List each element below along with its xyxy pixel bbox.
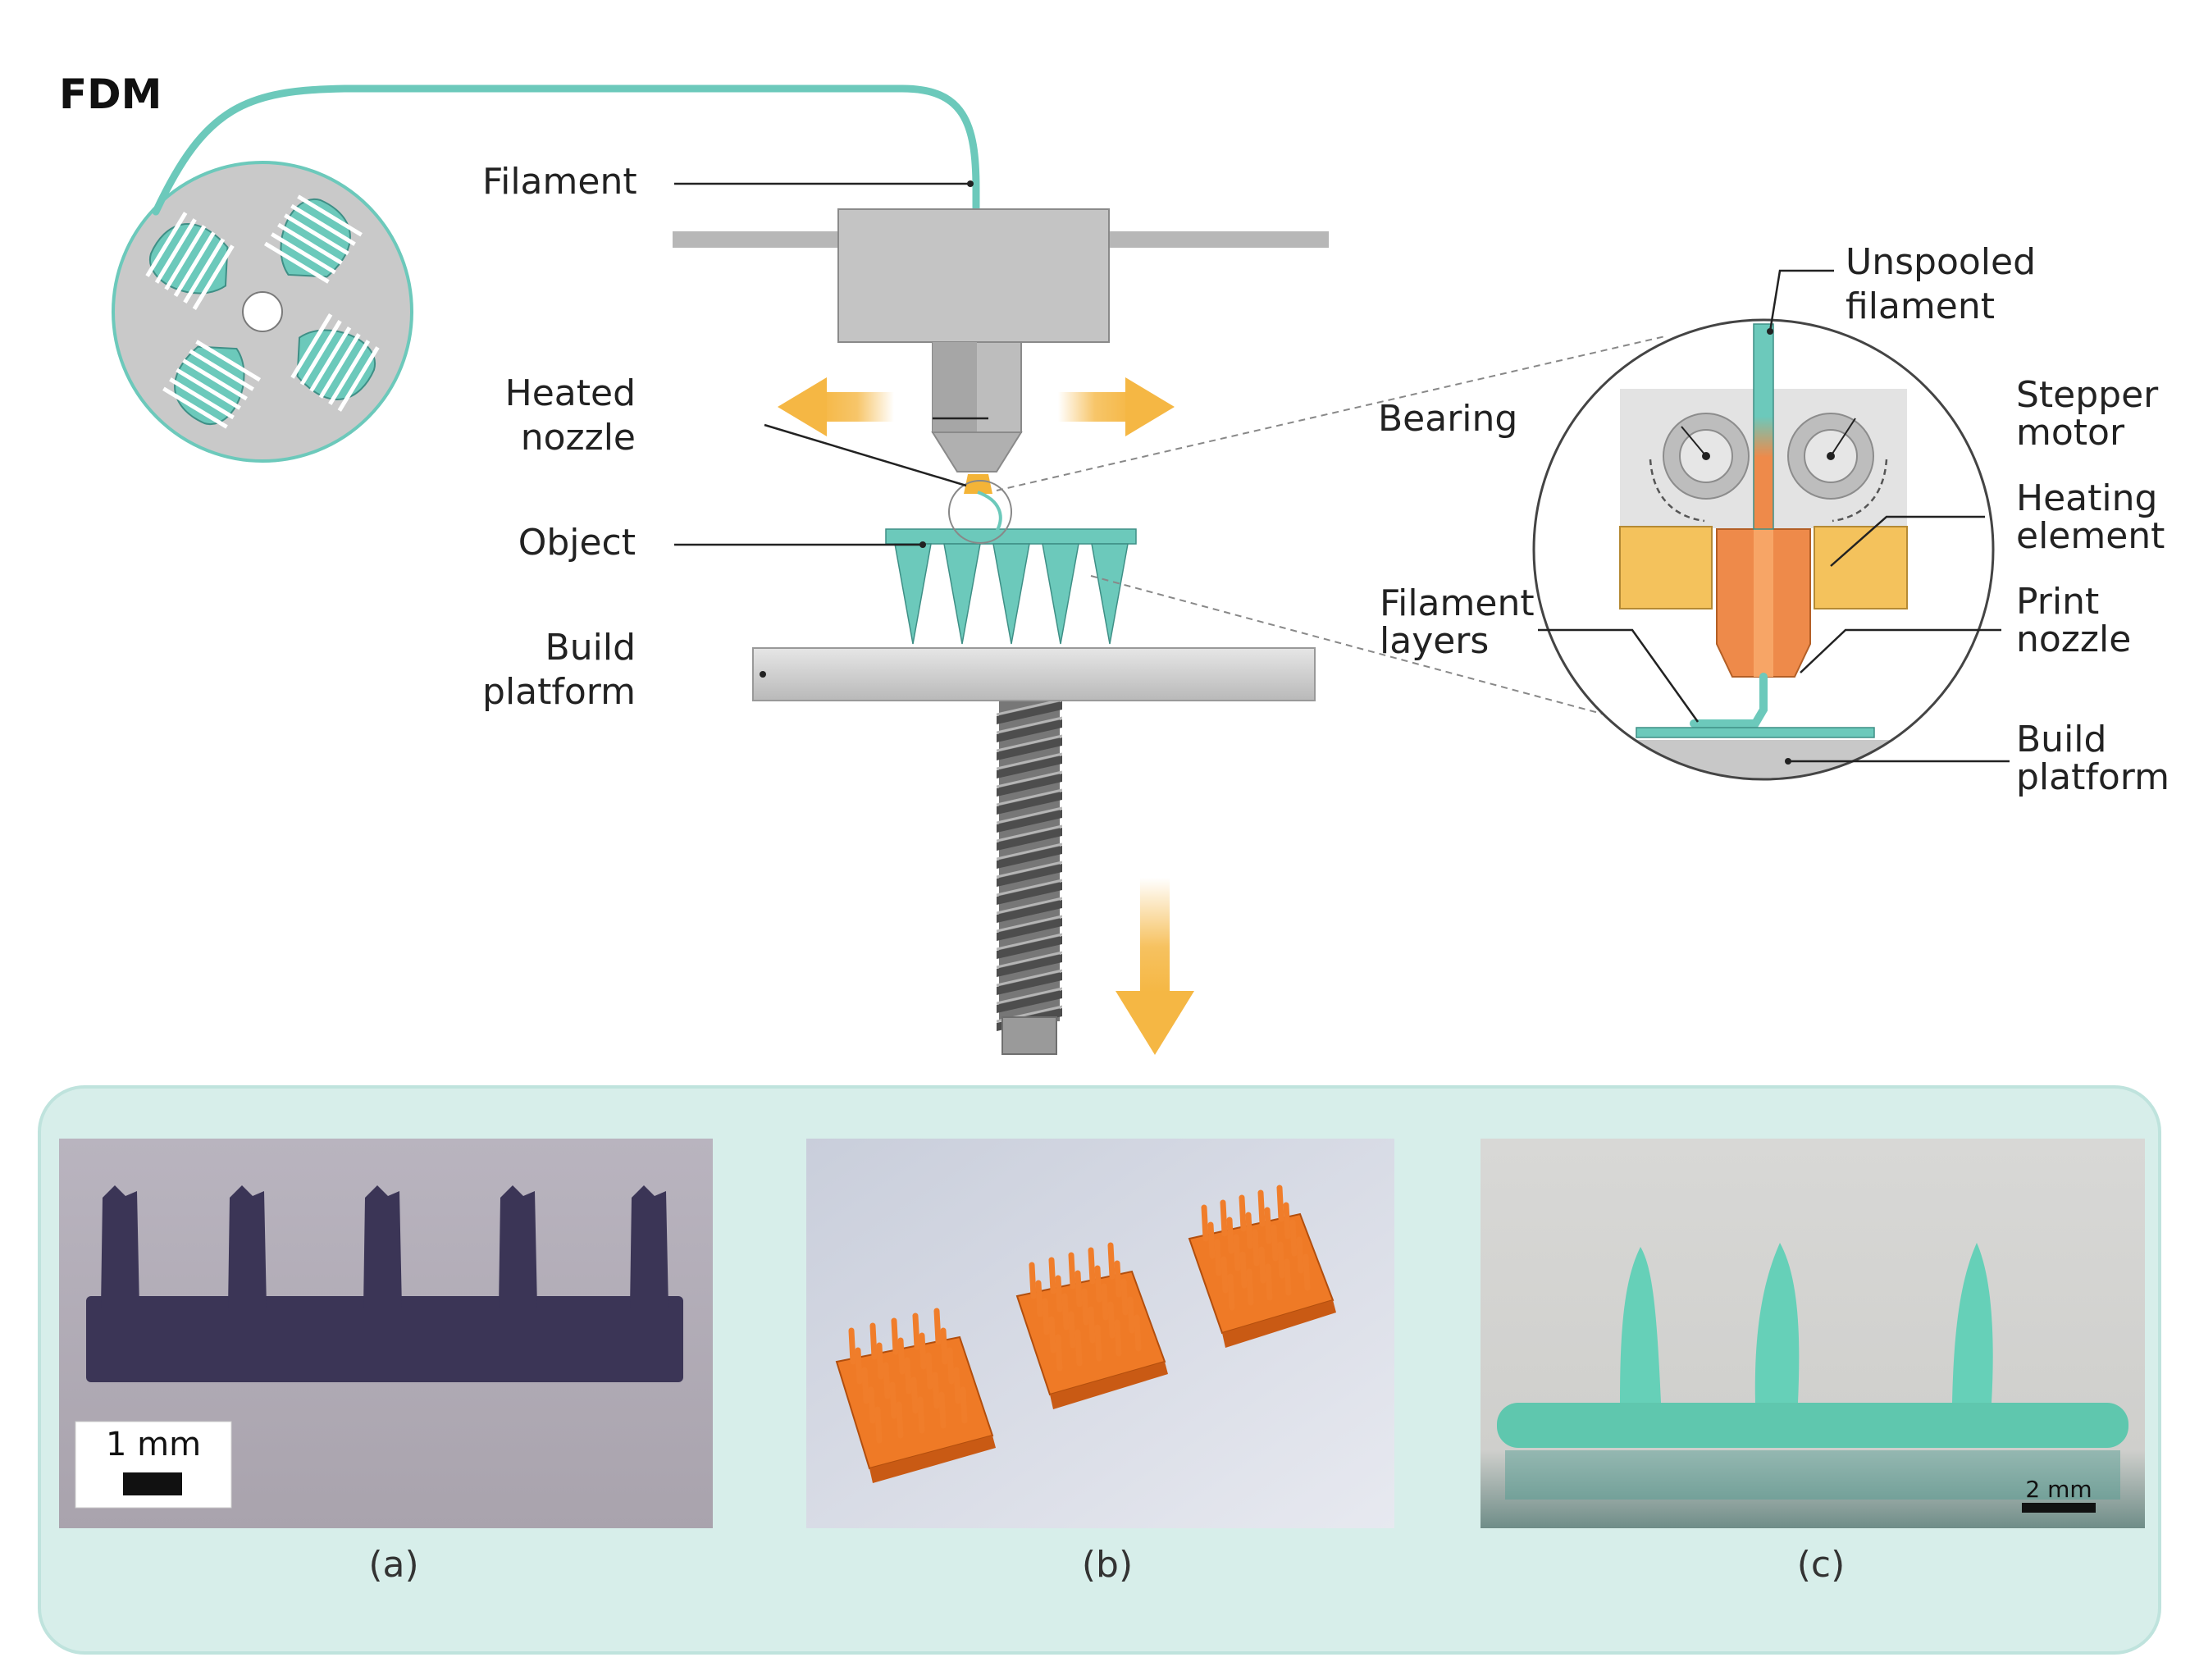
caption-a: (a) [368, 1544, 418, 1586]
label-filament-layers-2: layers [1380, 620, 1489, 662]
photo-b [806, 1139, 1394, 1528]
caption-b: (b) [1082, 1544, 1133, 1586]
diagram-title: FDM [59, 71, 162, 118]
scale-bar-c-text: 2 mm [2025, 1476, 2092, 1503]
microneedle-block [1015, 1242, 1168, 1409]
label-bearing: Bearing [1378, 398, 1517, 440]
z-lead-screw [997, 701, 1062, 1055]
label-unspooled-filament-2: filament [1846, 285, 1995, 327]
printed-post [228, 1185, 267, 1308]
label-stepper-motor-1: Stepper [2016, 374, 2159, 416]
object-spike [894, 543, 932, 645]
microneedle-block [1188, 1185, 1336, 1348]
printed-object [885, 528, 1137, 645]
extruder-block [837, 208, 1110, 343]
label-heated-nozzle-2: nozzle [521, 417, 636, 459]
label-filament: Filament [482, 161, 637, 203]
label-build-platform-2: platform [482, 671, 636, 713]
photo-a: 1 mm [59, 1139, 713, 1528]
filament-strand [152, 84, 980, 216]
printed-post [101, 1185, 139, 1308]
label-print-nozzle-1: Print [2016, 581, 2099, 623]
object-spike [1042, 543, 1079, 645]
object-spike [992, 543, 1030, 645]
label-heating-element-2: element [2016, 515, 2165, 557]
spool-window [145, 212, 235, 311]
label-detail-build-platform-2: platform [2016, 756, 2169, 798]
caption-c: (c) [1797, 1544, 1846, 1586]
build-platform [752, 647, 1316, 701]
object-spike [1091, 543, 1129, 645]
spool-window [263, 194, 363, 284]
nozzle-detail-view [1532, 318, 1995, 781]
object-spike [943, 543, 981, 645]
heated-nozzle [931, 341, 1023, 494]
label-detail-build-platform-1: Build [2016, 719, 2106, 760]
label-build-platform-1: Build [545, 627, 636, 669]
label-filament-layers-1: Filament [1380, 582, 1535, 624]
photo-c: 2 mm [1481, 1139, 2145, 1528]
label-heated-nozzle-1: Heated [505, 372, 636, 414]
zoom-indicator [948, 480, 1012, 544]
xy-movement-arrows [778, 377, 1175, 436]
printed-post [499, 1185, 537, 1308]
filament-spool [112, 161, 413, 463]
printed-post [363, 1185, 402, 1308]
microneedle-block [835, 1308, 996, 1483]
label-heating-element-1: Heating [2016, 477, 2157, 519]
printed-post [630, 1185, 668, 1308]
label-object: Object [518, 522, 636, 564]
spool-window [162, 340, 262, 429]
scale-bar-a-text: 1 mm [106, 1426, 201, 1463]
label-stepper-motor-2: motor [2016, 412, 2125, 454]
label-unspooled-filament-1: Unspooled [1846, 241, 2036, 283]
spool-window [290, 313, 380, 412]
label-print-nozzle-2: nozzle [2016, 619, 2131, 660]
z-movement-arrow [1116, 878, 1194, 1055]
